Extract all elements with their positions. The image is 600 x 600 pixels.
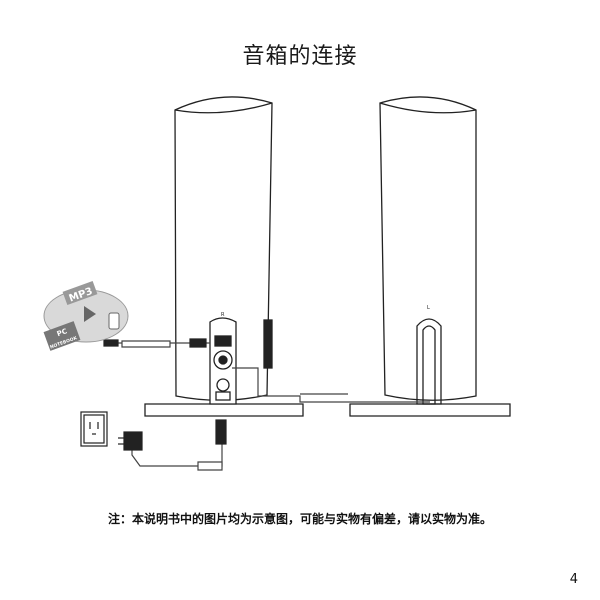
power-adapter [118, 431, 143, 451]
power-cable [131, 420, 223, 467]
pc-badge: PC [56, 327, 68, 338]
speaker-right-label: R [221, 312, 225, 318]
speaker-link-cable [232, 367, 430, 403]
audio-source-devices: MP3 PC NOTEBOOK [43, 280, 129, 351]
wall-outlet [80, 411, 108, 447]
speaker-base-left [349, 403, 511, 417]
disclaimer-note: 注：本说明书中的图片均为示意图，可能与实物有偏差，请以实物为准。 [107, 512, 492, 526]
left-speaker: L [349, 96, 511, 417]
speaker-base-right [144, 403, 304, 417]
right-speaker: R [144, 96, 304, 417]
phone-icon [108, 312, 120, 330]
cables [103, 338, 430, 471]
speaker-left-label: L [427, 305, 430, 311]
page-title: 音箱的连接 [242, 44, 358, 69]
page-number: 4 [569, 572, 578, 587]
play-icon [84, 306, 96, 322]
